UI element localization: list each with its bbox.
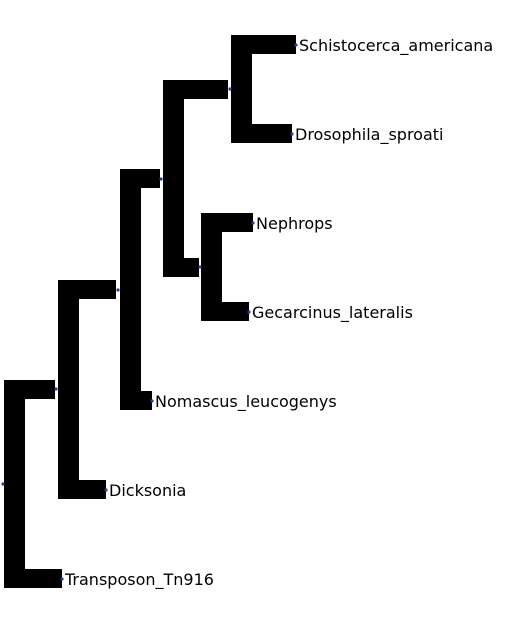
nephrops-leaf-node (251, 221, 255, 225)
dicksonia-leaf-node (104, 488, 108, 492)
clade-crustaceans (201, 213, 253, 321)
clade-insects (231, 35, 296, 143)
leaf-label-schistocerca: Schistocerca_americana (299, 36, 493, 56)
leaf-label-nomascus: Nomascus_leucogenys (155, 392, 337, 412)
nomascus-terminal-branch (120, 391, 152, 410)
crustaceans-node (198, 265, 202, 269)
transposon-terminal-branch (4, 569, 62, 588)
clade-nomascus-group (120, 169, 160, 410)
root-node (1, 482, 5, 486)
arthropods-lower-horizontal-branch (163, 258, 199, 277)
crustaceans-vertical-branch (201, 213, 222, 321)
dicksonia-terminal-branch (58, 480, 106, 499)
schistocerca-terminal-branch (231, 35, 296, 54)
nomascus-leaf-node (150, 399, 154, 403)
insects-vertical-branch (231, 35, 252, 143)
nomascus-group-vertical-branch (120, 169, 141, 410)
clade-arthropods (163, 80, 228, 277)
root-upper-horizontal-branch (4, 380, 55, 399)
leaf-label-transposon: Transposon_Tn916 (64, 570, 214, 590)
leaf-label-dicksonia: Dicksonia (109, 481, 186, 500)
nephrops-terminal-branch (201, 213, 253, 232)
clade-dicksonia-group (58, 280, 116, 499)
leaf-label-drosophila: Drosophila_sproati (295, 125, 443, 145)
drosophila-leaf-node (290, 132, 294, 136)
dicksonia-group-upper-horizontal-branch (58, 280, 116, 299)
drosophila-terminal-branch (231, 124, 292, 143)
dicksonia-group-node (54, 387, 58, 391)
dicksonia-group-vertical-branch (58, 280, 79, 499)
clade-root (4, 380, 62, 588)
schistocerca-leaf-node (294, 43, 298, 47)
arthropods-node (159, 177, 163, 181)
root-vertical-branch (4, 380, 25, 588)
leaf-labels: Schistocerca_americana Drosophila_sproat… (64, 36, 493, 590)
nomascus-group-node (116, 288, 120, 292)
arthropods-upper-horizontal-branch (163, 80, 228, 99)
arthropods-vertical-branch (163, 80, 184, 277)
transposon-leaf-node (60, 577, 64, 581)
leaf-label-gecarcinus: Gecarcinus_lateralis (252, 303, 413, 323)
node-markers (1, 43, 298, 581)
leaf-label-nephrops: Nephrops (256, 214, 333, 233)
insects-node (228, 87, 232, 91)
nomascus-group-upper-horizontal-branch (120, 169, 160, 188)
gecarcinus-leaf-node (247, 310, 251, 314)
gecarcinus-terminal-branch (201, 302, 249, 321)
